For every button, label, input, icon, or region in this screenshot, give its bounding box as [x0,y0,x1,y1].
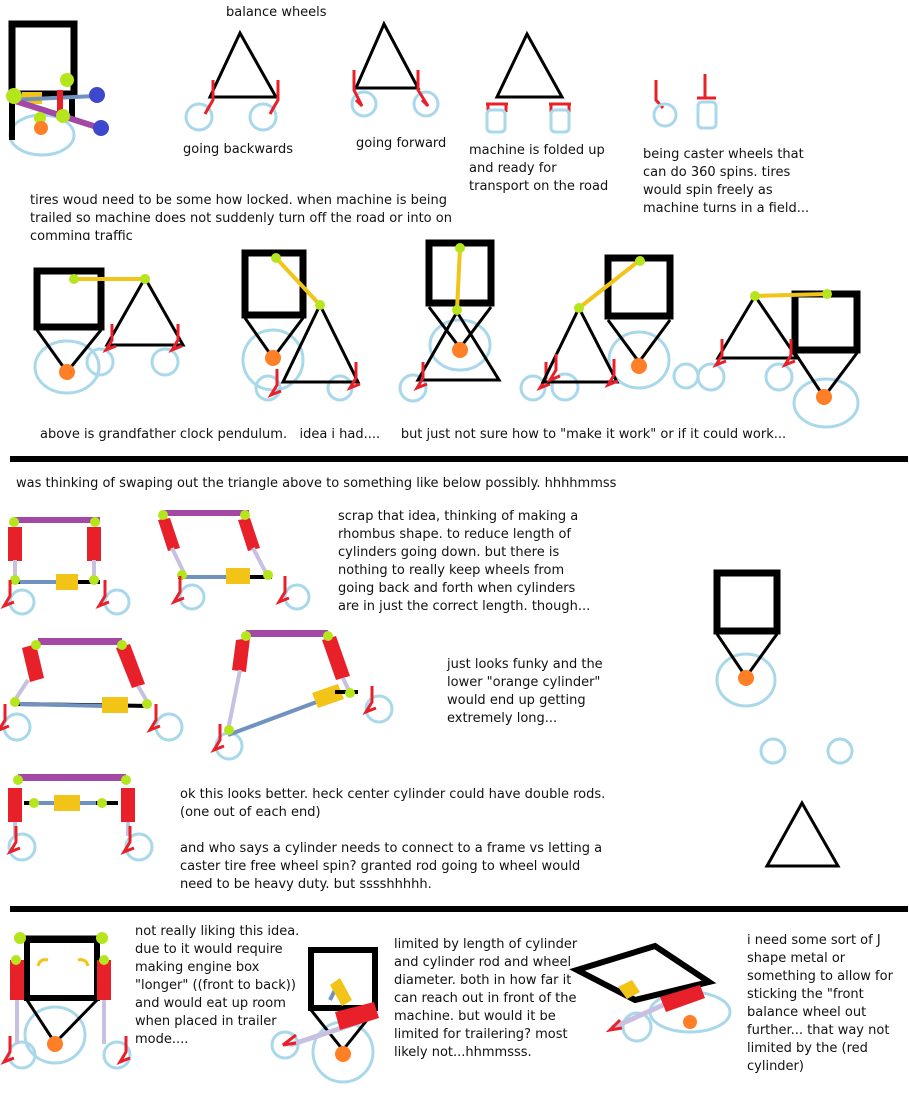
going-forward-label: going forward [356,136,447,151]
folded-transport-sketch [485,30,571,134]
section-divider [10,906,908,912]
pendulum-frame-1 [33,267,186,395]
limited-note: limited by length of cylinder and cylind… [394,937,578,1060]
rhombus-sketch-1 [2,517,131,616]
caster-wheels-sketch [652,74,718,130]
rhombus-sketch-3 [0,638,184,742]
cylinder-reach-sketch [270,947,379,1084]
pendulum-frame-2 [241,249,362,402]
pendulum-caption: above is grandfather clock pendulum. ide… [40,427,787,442]
caster-wheels-note: being caster wheels that can do 360 spin… [643,147,810,216]
engine-box-sketch [2,932,132,1070]
tilted-frame-sketch [569,942,732,1043]
pendulum-frame-3 [398,239,552,403]
j-shape-note: i need some sort of J shape metal or som… [747,933,893,1074]
caster-frame-note: and who says a cylinder needs to connect… [180,841,603,892]
looks-better-note: ok this looks better. heck center cylind… [180,787,606,820]
folded-transport-note: machine is folded up and ready for trans… [469,143,609,194]
tires-locked-note: tires woud need to be some how locked. w… [30,193,452,240]
section-divider [10,456,908,462]
not-liking-note: not really liking this idea. due to it w… [135,924,300,1047]
pendulum-frame-5 [696,289,861,429]
going-backwards-label: going backwards [183,142,294,157]
balance-backwards-sketch [184,29,280,132]
balance-forward-sketch [350,20,440,118]
rhombus-sketch-2 [158,510,311,611]
mini-machine-sketch [6,20,109,157]
simple-frame-sketch [713,569,854,868]
rhombus-sketch-4 [212,630,394,761]
swap-triangle-note: was thinking of swaping out the triangle… [16,476,617,491]
pendulum-frame-4 [540,254,700,402]
funky-note: just looks funky and the lower "orange c… [447,657,603,726]
rhombus-sketch-5 [7,774,154,862]
balance-wheels-label: balance wheels [226,5,327,20]
rhombus-note: scrap that idea, thinking of making a rh… [338,509,591,614]
